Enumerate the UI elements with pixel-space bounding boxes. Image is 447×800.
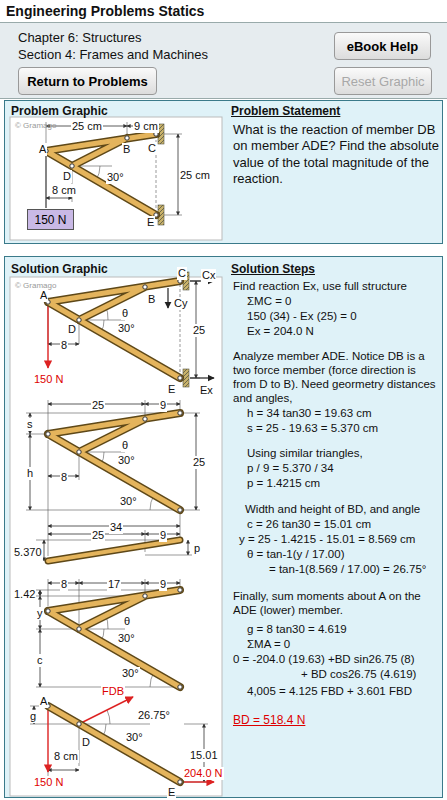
- diagram-label: 25: [91, 529, 105, 542]
- diagram-label: 25 cm: [71, 120, 103, 133]
- diagram-label: 30°: [117, 632, 136, 645]
- diagram-label: 9 cm: [133, 120, 159, 133]
- diagram-label: D: [67, 323, 77, 336]
- diagram-label: 150 N: [33, 373, 64, 386]
- return-button: Return to Problems: [18, 67, 157, 95]
- panel-text: Problem Graphic: [11, 104, 211, 118]
- app-title: Engineering Problems Statics: [6, 3, 204, 20]
- panel-text: θ = tan-1(y / 17.00): [247, 548, 345, 562]
- diagram-label: 25 cm: [179, 169, 211, 182]
- diagram-label: 30°: [121, 667, 140, 680]
- diagram-label: 26.75°: [137, 709, 171, 722]
- diagram-label: θ: [121, 439, 129, 452]
- diagram-label: 1.42: [13, 588, 36, 601]
- diagram-label: FDB: [101, 685, 125, 698]
- diagram-label: Cx: [201, 269, 216, 282]
- diagram-label: 30°: [119, 495, 138, 508]
- header-panel: Chapter 6: StructuresSection 4: Frames a…: [0, 22, 447, 99]
- diagram-label: 150 N: [33, 776, 64, 789]
- diagram-label: © Gramago: [15, 281, 56, 291]
- diagram-label: p: [193, 542, 201, 555]
- diagram-label: B: [147, 293, 156, 306]
- diagram-label: Cy: [173, 297, 188, 310]
- solution-panel: Solution GraphicSolution StepsFind react…: [4, 256, 443, 798]
- diagram-label: c: [36, 654, 44, 667]
- button-label: 150 N: [34, 213, 66, 227]
- panel-text: h = 34 tan30 = 19.63 cm: [247, 407, 372, 421]
- problem-panel: Problem Graphic Problem StatementWhat is …: [4, 100, 443, 244]
- diagram-label: 30°: [117, 454, 136, 467]
- panel-text: Using similar triangles,: [247, 447, 363, 461]
- panel-text: = tan-1(8.569 / 17.00) = 26.75°: [269, 563, 426, 577]
- diagram-label: 8: [60, 578, 68, 591]
- diagram-label: E: [167, 383, 176, 396]
- panel-text: ΣMC = 0: [247, 295, 292, 309]
- diagram-label: Ex: [199, 384, 214, 397]
- button-label: Return to Problems: [27, 74, 148, 89]
- diagram-label: E: [146, 216, 155, 229]
- diagram-label: 30°: [117, 322, 136, 335]
- diagram-label: B: [122, 143, 131, 156]
- panel-text: 0 = -204.0 (19.63) +BD sin26.75 (8): [233, 653, 415, 667]
- diagram-label: 8: [60, 339, 68, 352]
- panel-text: Finally, sum moments about A on the ADE …: [233, 589, 439, 617]
- reset-button: Reset Graphic: [334, 67, 432, 95]
- diagram-label: 25: [192, 456, 206, 469]
- panel-text: p = 1.4215 cm: [247, 477, 320, 491]
- diagram-label: 25: [192, 324, 206, 337]
- diagram-label: 9: [159, 578, 167, 591]
- diagram-label: y: [36, 607, 44, 620]
- diagram-label: θ: [121, 307, 129, 320]
- panel-text: g = 8 tan30 = 4.619: [247, 623, 347, 637]
- diagram-label: 9: [159, 399, 167, 412]
- help-button: eBook Help: [334, 32, 431, 60]
- panel-text: s = 25 - 19.63 = 5.370 cm: [247, 422, 378, 436]
- diagram-label: 9: [159, 529, 167, 542]
- panel-text: Solution Steps: [231, 262, 431, 276]
- diagram-label: 8 cm: [53, 750, 79, 763]
- diagram-label: 30°: [106, 171, 125, 184]
- diagram-label: 25: [91, 399, 105, 412]
- diagram-label: D: [62, 170, 72, 183]
- diagram-label: θ: [123, 615, 131, 628]
- panel-text: Chapter 6: Structures: [18, 30, 318, 46]
- diagram-label: A: [39, 695, 48, 708]
- panel-text: Ex = 204.0 N: [247, 325, 314, 339]
- diagram-label: A: [39, 289, 48, 302]
- diagram-label: 204.0 N: [183, 767, 224, 780]
- diagram-label: A: [38, 143, 47, 156]
- panel-text: Section 4: Frames and Machines: [18, 47, 318, 63]
- diagram-label: © Gramago: [15, 121, 56, 131]
- diagram-label: 30°: [125, 731, 144, 744]
- diagram-label: 17: [107, 578, 121, 591]
- diagram-label: D: [81, 736, 91, 749]
- button-label: eBook Help: [347, 39, 419, 54]
- panel-text: c = 26 tan30 = 15.01 cm: [247, 518, 371, 532]
- diagram-label: 15.01: [189, 749, 219, 762]
- diagram-label: 8: [60, 471, 68, 484]
- panel-text: BD = 518.4 N: [233, 713, 305, 727]
- diagram-label: C: [147, 142, 157, 155]
- diagram-label: C: [177, 267, 187, 280]
- panel-text: What is the reaction of member DB on mem…: [233, 122, 439, 187]
- panel-text: ΣMA = 0: [247, 638, 290, 652]
- panel-text: Analyze member ADE. Notice DB is a two f…: [233, 349, 439, 405]
- panel-text: + BD cos26.75 (4.619): [301, 668, 416, 682]
- panel-text: 150 (34) - Ex (25) = 0: [247, 310, 357, 324]
- panel-text: Find reaction Ex, use full structure: [233, 280, 407, 294]
- diagram-label: E: [167, 786, 176, 799]
- diagram-label: 5.370: [13, 546, 43, 559]
- diagram-label: h: [26, 467, 34, 480]
- weight-box: 150 N: [27, 209, 74, 230]
- panel-text: Problem Statement: [231, 104, 431, 118]
- panel-text: y = 25 - 1.4215 - 15.01 = 8.569 cm: [239, 533, 415, 547]
- diagram-label: 8 cm: [51, 184, 77, 197]
- panel-text: 4,005 = 4.125 FBD + 3.601 FBD: [247, 685, 412, 699]
- button-label: Reset Graphic: [341, 74, 424, 89]
- panel-text: p / 9 = 5.370 / 34: [247, 462, 334, 476]
- diagram-label: g: [29, 710, 37, 723]
- panel-text: Width and height of BD, and angle: [245, 503, 420, 517]
- diagram-label: s: [26, 418, 34, 431]
- diagram-label: 34: [109, 521, 123, 534]
